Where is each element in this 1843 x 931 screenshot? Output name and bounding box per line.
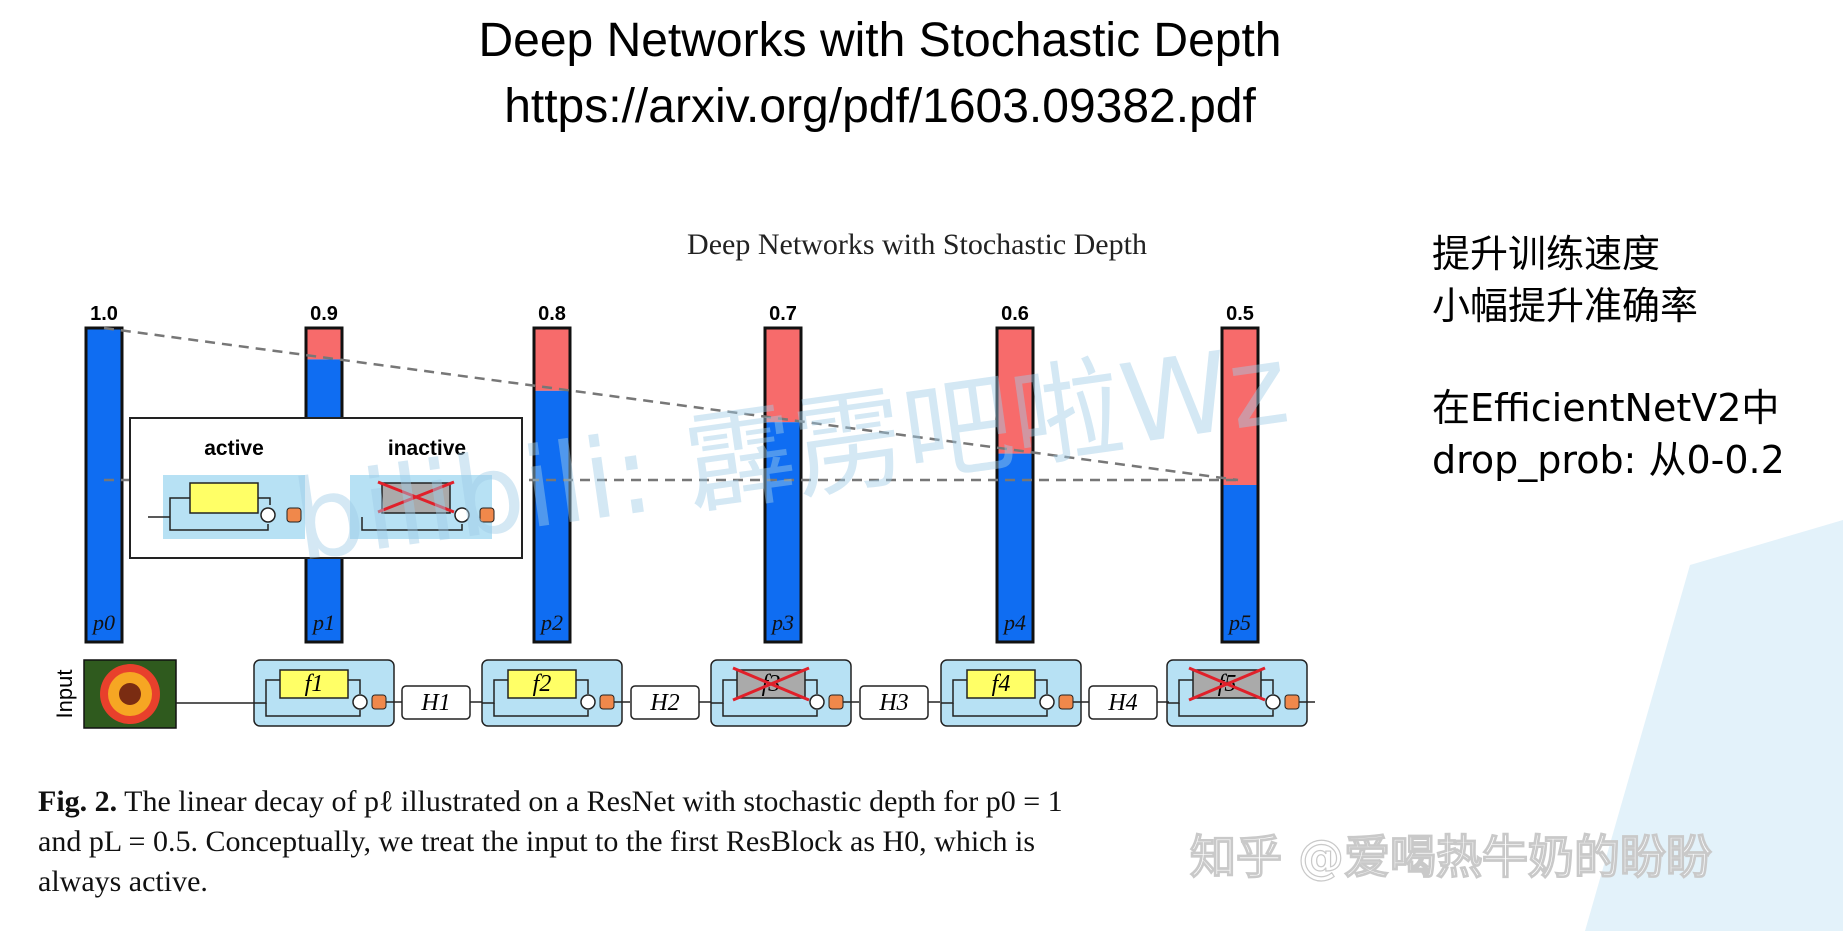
drop-segment — [1222, 328, 1258, 485]
bar-p-label: p0 — [91, 610, 115, 635]
relu-node — [1284, 694, 1300, 710]
legend-active-block — [148, 475, 305, 539]
note-line-2: 小幅提升准确率 — [1432, 284, 1699, 328]
caption-line-3: always active. — [38, 865, 208, 898]
sum-node — [809, 694, 825, 710]
survive-segment — [997, 453, 1033, 642]
relu-node — [599, 694, 615, 710]
survive-segment — [534, 390, 570, 642]
survival-bar: 0.7 p3 — [763, 303, 803, 644]
hidden-state: H3 — [859, 685, 940, 720]
decorative-triangle — [1585, 520, 1843, 931]
bar-outline — [995, 326, 1035, 644]
input-label: Input — [52, 670, 77, 719]
drop-segment — [997, 328, 1033, 454]
legend-inactive-label: inactive — [388, 437, 466, 460]
survive-segment — [765, 422, 801, 642]
bar-p-label: p3 — [770, 610, 794, 635]
survival-bar: 0.5 p5 — [1220, 303, 1260, 644]
linear-decay-line — [103, 326, 1239, 482]
drop-segment — [306, 328, 342, 360]
bar-outline — [1220, 326, 1260, 644]
sum-node — [1039, 694, 1055, 710]
figure-caption: Fig. 2. The linear decay of pℓ illustrat… — [38, 782, 1338, 902]
input-image — [83, 659, 177, 729]
bar-p-label: p2 — [539, 610, 563, 635]
function-label: f4 — [992, 671, 1011, 697]
hidden-state: H2 — [630, 685, 711, 720]
hidden-state-label: H2 — [649, 690, 679, 716]
bar-value-label: 0.7 — [769, 303, 797, 325]
resblock: f2 — [481, 659, 630, 727]
survive-segment — [86, 328, 122, 642]
survival-bar: 0.8 p2 — [532, 303, 572, 644]
caption-line-1: The linear decay of pℓ illustrated on a … — [124, 785, 1063, 818]
survival-bar: 1.0 p0 — [84, 303, 124, 644]
notes: 提升训练速度 小幅提升准确率 在EfficientNetV2中 drop_pro… — [1432, 228, 1785, 486]
bar-p-label: p1 — [311, 610, 335, 635]
resblock: f1 — [253, 659, 402, 727]
figure-heading: Deep Networks with Stochastic Depth — [687, 228, 1147, 261]
bar-p-label: p4 — [1002, 610, 1026, 635]
function-label: f2 — [533, 671, 552, 697]
bar-outline — [763, 326, 803, 644]
caption-fig-label: Fig. 2. — [38, 785, 118, 818]
note-line-4: drop_prob: 从0-0.2 — [1432, 438, 1785, 482]
drop-segment — [765, 328, 801, 423]
hidden-state-label: H1 — [420, 690, 450, 716]
legend-inactive-block — [350, 475, 495, 539]
hidden-state: H4 — [1088, 685, 1169, 720]
bar-value-label: 0.8 — [538, 303, 566, 325]
function-box — [966, 669, 1036, 699]
function-box — [507, 669, 577, 699]
resnet-row: Input f1 f2 f3 f4 f5 H1 H2 H3 H4 — [52, 659, 1315, 729]
bar-value-label: 1.0 — [90, 303, 118, 325]
resblock: f3 — [710, 659, 859, 727]
zhihu-watermark: 知乎 @爱喝热牛奶的盼盼 — [1190, 830, 1712, 884]
bar-p-label: p5 — [1227, 610, 1251, 635]
slide-title: Deep Networks with Stochastic Depth http… — [0, 8, 1760, 140]
relu-node — [371, 694, 387, 710]
resblock: f4 — [940, 659, 1089, 727]
legend-active-label: active — [204, 437, 264, 460]
legend-box: active inactive — [129, 417, 523, 559]
hidden-state-label: H3 — [878, 690, 908, 716]
bar-value-label: 0.9 — [310, 303, 338, 325]
function-box — [279, 669, 349, 699]
survival-bar: 0.6 p4 — [995, 303, 1035, 644]
survive-segment — [1222, 485, 1258, 642]
note-line-3: 在EfficientNetV2中 — [1432, 386, 1780, 430]
bar-outline — [532, 326, 572, 644]
hidden-state-label: H4 — [1107, 690, 1137, 716]
note-line-1: 提升训练速度 — [1432, 232, 1661, 276]
relu-node — [1058, 694, 1074, 710]
slide-url: https://arxiv.org/pdf/1603.09382.pdf — [504, 80, 1256, 133]
sum-node — [1265, 694, 1281, 710]
resblock: f5 — [1166, 659, 1315, 727]
sum-node — [580, 694, 596, 710]
relu-node — [828, 694, 844, 710]
bar-value-label: 0.6 — [1001, 303, 1029, 325]
caption-line-2: and pL = 0.5. Conceptually, we treat the… — [38, 825, 1036, 858]
slide-title-text: Deep Networks with Stochastic Depth — [478, 14, 1282, 67]
bar-value-label: 0.5 — [1226, 303, 1254, 325]
sum-node — [352, 694, 368, 710]
drop-segment — [534, 328, 570, 391]
hidden-state: H1 — [401, 685, 482, 720]
function-label: f1 — [305, 671, 324, 697]
